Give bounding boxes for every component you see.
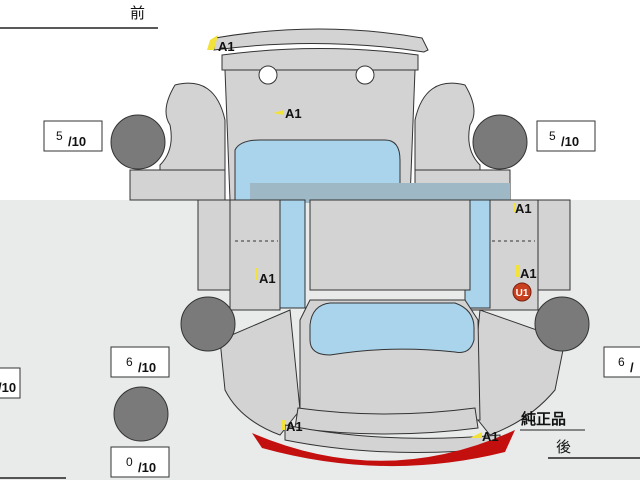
tire-score-rear-left: 6 /10	[110, 346, 170, 378]
damage-mark-rear-bumper-left: A1	[286, 419, 303, 434]
left-rear-window	[279, 199, 306, 309]
tire-score-front-left: 5 /10	[43, 120, 103, 152]
damage-mark-right-rear-door: A1	[520, 266, 537, 281]
svg-text:5: 5	[56, 129, 63, 143]
marker-icon	[282, 420, 285, 430]
svg-text:0: 0	[126, 455, 133, 469]
roof	[309, 199, 471, 291]
rear-car-view: U1 A1 A1 A1 A1 A1	[180, 199, 590, 467]
damage-mark-left-rear-door: A1	[259, 271, 276, 286]
rear-left-tire	[180, 296, 236, 352]
front-label: 前	[130, 4, 145, 22]
front-right-tire	[472, 114, 528, 170]
marker-icon	[513, 203, 516, 212]
left-headlight	[258, 65, 278, 85]
damage-mark-rear-bumper-right: A1	[482, 429, 499, 444]
damage-mark-right-front-door: A1	[515, 201, 532, 216]
rear-panel	[294, 407, 479, 435]
dent-badge	[512, 282, 532, 302]
svg-text:/10: /10	[138, 360, 156, 375]
glitch-band	[250, 183, 510, 203]
svg-text:/10: /10	[561, 134, 579, 149]
spare-tire	[113, 386, 169, 442]
marker-icon	[273, 110, 284, 115]
damage-mark-u1: U1	[516, 288, 529, 299]
left-rear-quarter	[197, 199, 231, 291]
marker-icon	[516, 265, 519, 277]
rear-window	[309, 302, 475, 356]
marker-icon	[255, 268, 258, 280]
front-car-view: A1 A1	[110, 28, 528, 203]
front-bumper	[213, 28, 429, 53]
svg-text:/10: /10	[138, 460, 156, 475]
left-front-sill	[129, 169, 226, 201]
left-rear-fender	[219, 309, 301, 436]
right-headlight	[355, 65, 375, 85]
rear-right-tire	[534, 296, 590, 352]
tire-score-rear-right: 6 /	[603, 346, 640, 378]
front-grille	[221, 48, 419, 71]
left-rear-door	[229, 199, 281, 311]
tire-score-partial-left: /10	[0, 367, 21, 399]
marker-icon	[470, 432, 482, 438]
front-left-tire	[110, 114, 166, 170]
damage-mark-hood: A1	[285, 106, 302, 121]
marker-icon	[207, 35, 218, 50]
svg-text:6: 6	[126, 355, 133, 369]
rear-bumper-replaced	[252, 430, 515, 467]
svg-text:/10: /10	[68, 134, 86, 149]
right-rear-quarter	[537, 199, 571, 291]
svg-text:5: 5	[549, 129, 556, 143]
tire-score-front-right: 5 /10	[536, 120, 596, 152]
genuine-part-label: 純正品	[521, 410, 566, 428]
rear-label: 後	[556, 438, 571, 456]
svg-text:/10: /10	[0, 380, 16, 395]
svg-text:6: 6	[618, 355, 625, 369]
svg-text:/: /	[630, 360, 634, 375]
tire-score-spare: 0 /10	[110, 446, 170, 478]
damage-mark-front-bumper: A1	[218, 39, 235, 54]
